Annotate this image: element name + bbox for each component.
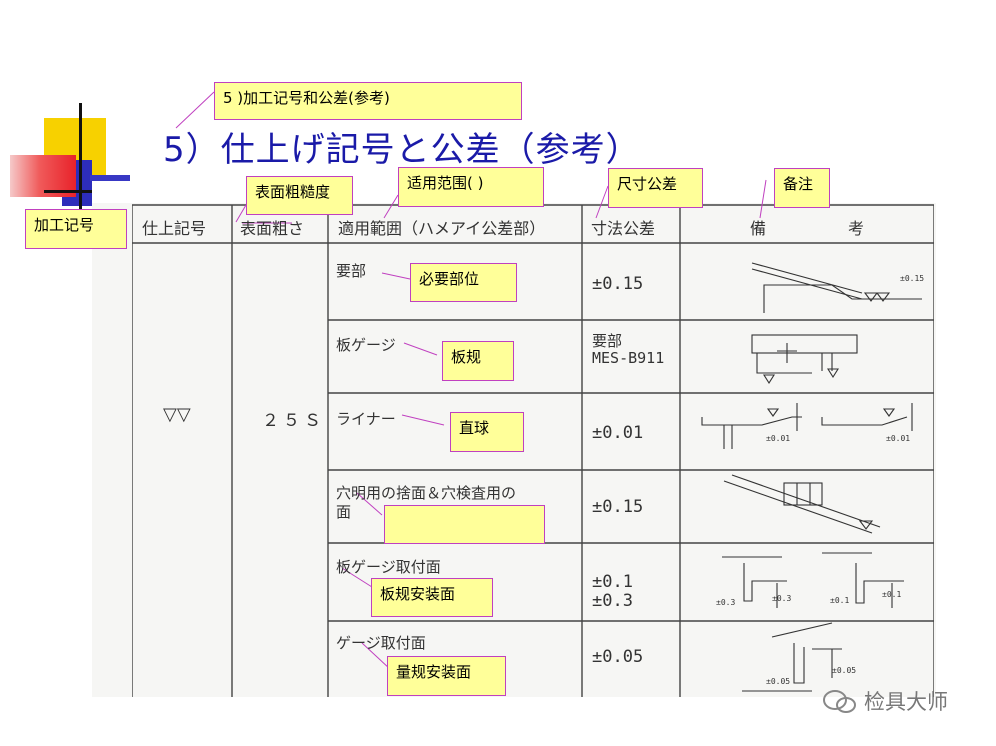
sketch-label-8: ±0.05: [766, 677, 790, 686]
row-3-tolerance: ±0.01: [592, 423, 644, 443]
row-5-range: 板ゲージ取付面: [336, 558, 441, 576]
logo-horizontal-line: [44, 190, 92, 193]
wechat-icon: [823, 690, 856, 713]
header-applicable-range: 適用範囲（ハメアイ公差部）: [338, 219, 546, 238]
sketch-label-1: ±0.15: [900, 274, 924, 283]
header-finish-symbol: 仕上記号: [142, 219, 207, 238]
row-2-range: 板ゲージ: [336, 336, 396, 354]
roughness-value: ２５Ｓ: [262, 411, 325, 431]
header-dimension-tolerance: 寸法公差: [591, 219, 656, 238]
row-1-range: 要部: [336, 262, 367, 280]
sketch-label-2: ±0.01: [766, 434, 790, 443]
note-dimension-tolerance: 尺寸公差: [608, 168, 703, 208]
row-5-tolerance-2: ±0.3: [592, 591, 633, 611]
row-1-tolerance: ±0.15: [592, 274, 644, 294]
row-4-tolerance: ±0.15: [592, 497, 644, 517]
note-applicable-range: 适用范围( ): [398, 167, 544, 207]
row-6-tolerance: ±0.05: [592, 647, 644, 667]
logo-vertical-line: [79, 103, 82, 213]
sketch-label-7: ±0.1: [882, 590, 901, 599]
note-remarks: 备注: [774, 168, 830, 208]
row-3-range: ライナー: [336, 410, 396, 428]
slide-title: 5）仕上げ記号と公差（参考）: [163, 130, 641, 170]
header-surface-roughness: 表面粗さ: [240, 219, 305, 238]
row-6-range: ゲージ取付面: [336, 634, 426, 652]
sketch-label-3: ±0.01: [886, 434, 910, 443]
note-hole-surface: [384, 505, 545, 544]
note-plate-gauge-mount: 板规安装面: [371, 578, 493, 617]
note-gauge-mount: 量规安装面: [387, 656, 506, 696]
sketch-label-6: ±0.1: [830, 596, 849, 605]
logo-blue-bar: [90, 175, 130, 181]
finish-symbol: ▽▽: [163, 404, 191, 425]
sketch-label-4: ±0.3: [716, 598, 735, 607]
note-top-translation: 5 )加工记号和公差(参考): [214, 82, 522, 120]
row-4-range-2: 面: [336, 503, 352, 521]
note-main-part: 必要部位: [410, 263, 517, 302]
header-remarks-2: 考: [848, 219, 865, 238]
row-2-tolerance-2: MES-B911: [592, 349, 665, 367]
note-surface-roughness: 表面粗糙度: [246, 176, 353, 215]
header-remarks-1: 備: [750, 219, 767, 238]
watermark-text: 检具大师: [864, 690, 948, 714]
note-processing-symbol: 加工记号: [25, 209, 127, 249]
row-4-range: 穴明用の捨面＆穴検査用の: [336, 484, 517, 502]
sketch-label-5: ±0.3: [772, 594, 791, 603]
sketch-label-9: ±0.05: [832, 666, 856, 675]
row-5-tolerance: ±0.1: [592, 572, 633, 592]
note-plate-gauge: 板规: [442, 341, 514, 381]
note-liner: 直球: [450, 412, 524, 452]
row-2-tolerance: 要部: [592, 332, 623, 350]
